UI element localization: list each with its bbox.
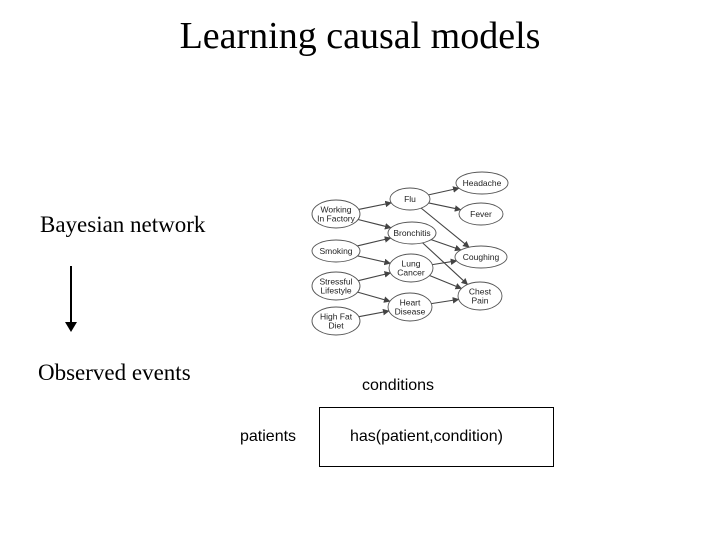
edge-bronchitis-coughing [430, 239, 462, 252]
edge-lungcancer-coughing [432, 258, 458, 266]
edge-working-flu [358, 200, 392, 210]
node-label: Smoking [319, 246, 352, 256]
edge-flu-fever [428, 202, 462, 212]
edge-lungcancer-chestpain [429, 275, 463, 290]
down-arrow-shaft [70, 266, 72, 324]
node-label: Flu [404, 194, 416, 204]
node-label: Lifestyle [320, 286, 351, 296]
edge-smoking-lungcancer [357, 255, 391, 266]
patients-row-label: patients [240, 428, 297, 445]
conditions-column-label: conditions [362, 377, 435, 394]
node-flu: Flu [389, 187, 431, 211]
slide-title: Learning causal models [179, 15, 541, 57]
edge-stressful-lungcancer [358, 271, 392, 282]
edge-smoking-bronchitis [357, 236, 392, 247]
node-fever: Fever [458, 202, 504, 226]
observation-matrix [319, 407, 554, 467]
node-label: Fever [470, 209, 492, 219]
node-label: In Factory [317, 214, 356, 224]
node-label: High Fat [320, 312, 353, 322]
node-label: Chest [469, 287, 492, 297]
down-arrow-icon [65, 322, 77, 332]
node-label: Diet [328, 321, 344, 331]
edge-heartdisease-chestpain [431, 297, 460, 305]
edge-working-bronchitis [357, 218, 392, 230]
node-label: Bronchitis [393, 228, 430, 238]
observed-events-label: Observed events [38, 360, 191, 385]
edge-stressful-heartdisease [357, 291, 391, 303]
bayesian-network-label: Bayesian network [40, 212, 206, 237]
node-label: Heart [400, 298, 421, 308]
edge-flu-coughing [420, 207, 470, 248]
node-label: Coughing [463, 252, 500, 262]
node-label: Pain [471, 296, 488, 306]
node-headache: Headache [455, 171, 509, 195]
node-label: Working [320, 205, 351, 215]
node-bronchitis: Bronchitis [387, 221, 437, 245]
node-label: Cancer [397, 268, 425, 278]
edge-bronchitis-chestpain [422, 242, 469, 285]
node-smoking: Smoking [311, 239, 361, 263]
node-label: Disease [395, 307, 426, 317]
edge-flu-headache [428, 186, 460, 196]
node-label: Lung [402, 259, 421, 269]
edge-highfat-heartdisease [358, 308, 390, 318]
node-label: Stressful [319, 277, 352, 287]
node-label: Headache [463, 178, 502, 188]
matrix-cell-text: has(patient,condition) [350, 428, 503, 445]
node-coughing: Coughing [454, 245, 508, 269]
